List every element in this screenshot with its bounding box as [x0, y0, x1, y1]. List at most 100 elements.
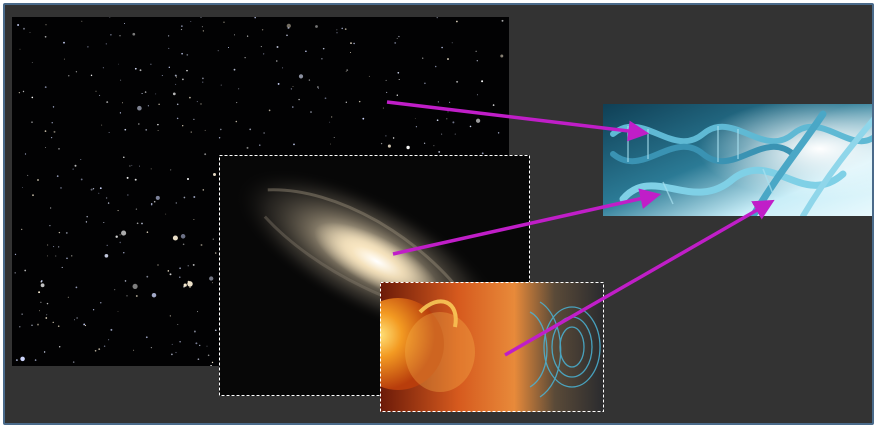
star [380, 142, 383, 145]
star [92, 309, 95, 311]
star [44, 130, 47, 132]
star [286, 23, 291, 29]
star [53, 246, 55, 248]
star [233, 68, 236, 71]
star [50, 136, 53, 139]
star [24, 153, 27, 155]
star [448, 101, 451, 104]
star [157, 130, 159, 131]
star [469, 125, 472, 128]
star [396, 37, 398, 39]
star [186, 54, 189, 56]
star [329, 121, 331, 123]
star [501, 19, 504, 22]
star [46, 255, 48, 257]
star [298, 98, 300, 101]
star [37, 323, 39, 326]
star [119, 234, 121, 236]
star [103, 345, 106, 347]
star [19, 48, 21, 50]
star [150, 203, 153, 205]
star [167, 270, 170, 272]
star [137, 105, 142, 111]
star [31, 324, 33, 327]
star [201, 26, 203, 28]
star [346, 69, 349, 71]
star [197, 358, 200, 361]
star [119, 112, 122, 114]
star [452, 121, 455, 124]
star [181, 52, 183, 55]
star [223, 21, 225, 23]
star [76, 317, 78, 319]
dna-helix-image [603, 104, 872, 216]
star [24, 269, 27, 272]
star [84, 324, 87, 327]
star [244, 57, 246, 59]
star [476, 60, 478, 62]
star [276, 60, 278, 62]
star [55, 255, 57, 257]
star [358, 100, 361, 103]
star [193, 330, 196, 333]
star [34, 359, 37, 361]
star [397, 71, 400, 74]
star [182, 243, 185, 246]
canvas-frame [3, 3, 874, 425]
star [134, 67, 137, 70]
star [139, 69, 142, 72]
star [181, 25, 183, 27]
star [151, 292, 157, 298]
star [441, 46, 443, 49]
star [172, 235, 178, 241]
star [220, 84, 222, 86]
star [131, 164, 133, 166]
star [305, 50, 307, 53]
star [63, 58, 65, 60]
star [259, 144, 261, 146]
star [341, 27, 343, 30]
star [436, 119, 439, 122]
star [214, 252, 217, 254]
star [150, 63, 152, 65]
star [44, 35, 47, 38]
star [268, 109, 271, 112]
star [212, 238, 214, 240]
star [200, 103, 202, 105]
star [211, 282, 213, 284]
star [333, 137, 335, 138]
star [475, 118, 481, 123]
star [72, 168, 74, 170]
star [192, 263, 195, 266]
star [456, 20, 458, 23]
star [40, 283, 45, 288]
star [108, 339, 110, 341]
star [68, 75, 70, 77]
star [14, 253, 17, 256]
star [174, 74, 177, 77]
star [110, 328, 113, 331]
star [207, 354, 210, 357]
star [481, 152, 484, 155]
star [38, 310, 41, 312]
star [43, 351, 46, 353]
star [145, 336, 148, 339]
star [57, 325, 60, 327]
star [40, 280, 43, 282]
star [92, 188, 95, 190]
star [27, 174, 29, 176]
star [17, 24, 20, 26]
star [117, 311, 119, 312]
star [31, 96, 34, 99]
star [331, 116, 333, 118]
star [215, 329, 217, 332]
star [60, 187, 62, 189]
star [100, 302, 102, 304]
star [98, 348, 101, 350]
star [310, 111, 312, 113]
star [218, 137, 221, 139]
star [308, 79, 311, 81]
solar-flare-image[interactable] [380, 282, 604, 412]
star [161, 74, 163, 77]
star [292, 86, 294, 87]
